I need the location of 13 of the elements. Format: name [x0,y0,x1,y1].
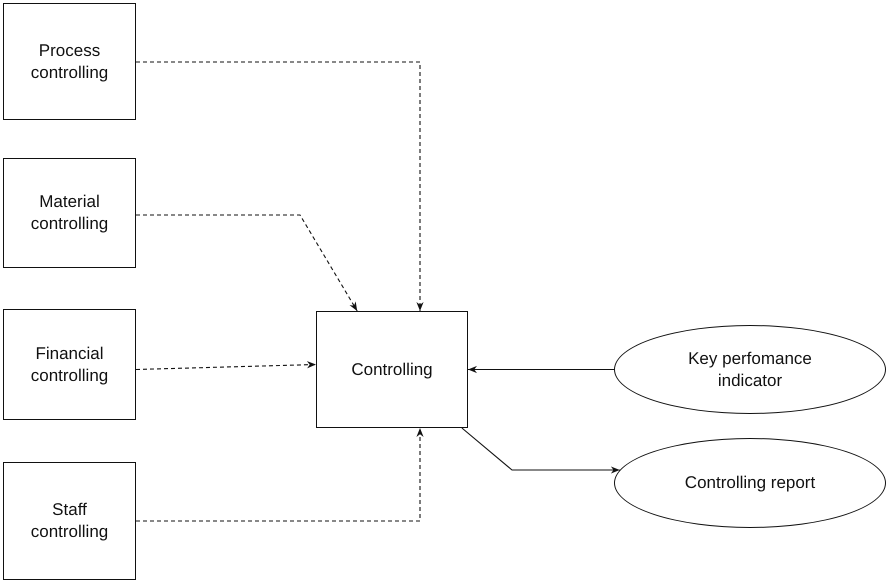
arrow [462,428,620,474]
arrow [136,361,316,370]
process-box: Material controlling [3,158,136,268]
process-box: Staff controlling [3,462,136,580]
arrow [468,366,614,374]
arrow [136,61,424,311]
process-box: Financial controlling [3,309,136,420]
process-box: Controlling [316,311,468,428]
arrow [136,428,424,522]
ellipse-node: Controlling report [614,438,886,528]
process-box: Process controlling [3,3,136,120]
ellipse-node: Key perfomance indicator [614,325,886,414]
arrow [136,214,358,312]
